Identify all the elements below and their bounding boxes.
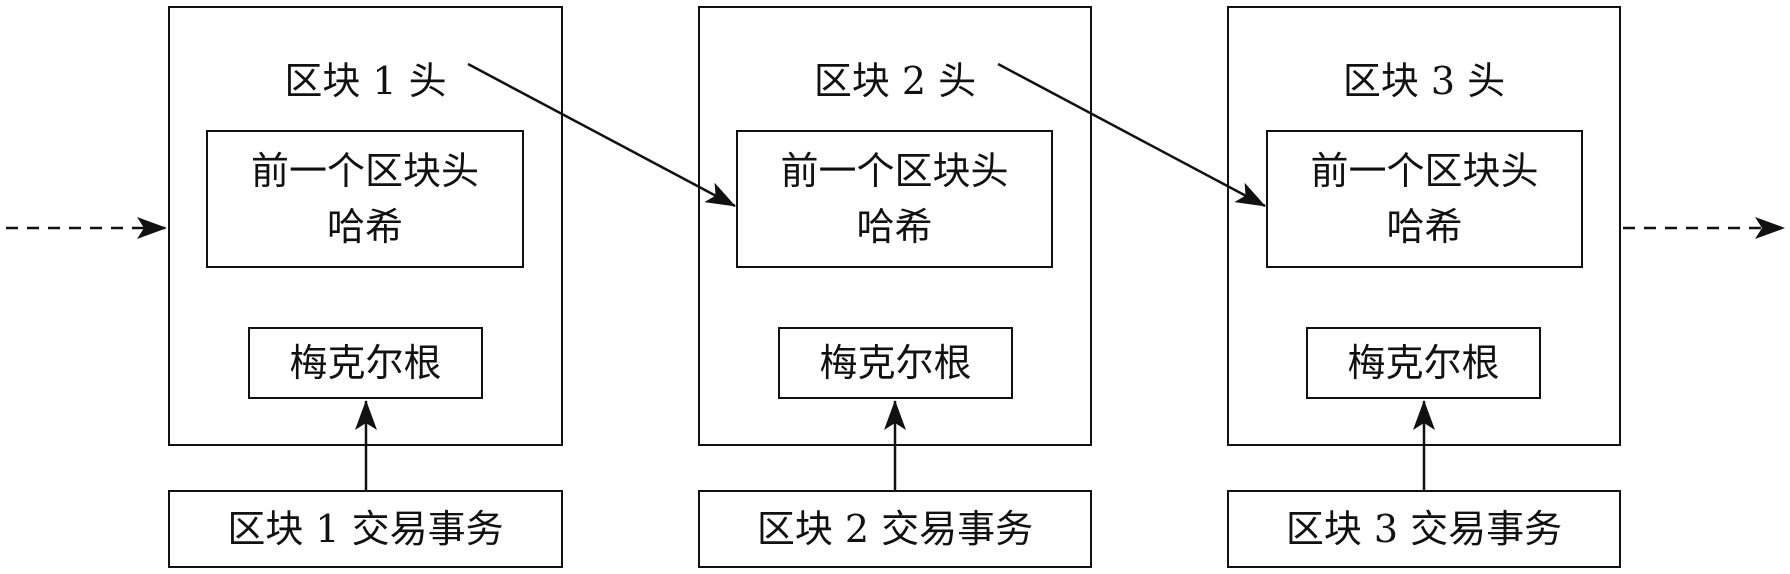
block-3-transactions-label: 区块 3 交易事务 <box>1285 507 1563 551</box>
block-1-prev-hash-line1: 前一个区块头 <box>250 149 479 193</box>
block-1-header-label: 区块 1 头 <box>284 59 447 103</box>
block-3-prev-hash-line2: 哈希 <box>1386 205 1463 249</box>
block-3-prev-hash-box <box>1266 130 1583 268</box>
block-2-header-label: 区块 2 头 <box>813 59 977 103</box>
block-3-prev-hash-line1: 前一个区块头 <box>1310 149 1539 193</box>
block-2-merkle-label: 梅克尔根 <box>819 341 972 385</box>
block-1-transactions-label: 区块 1 交易事务 <box>227 507 504 551</box>
block-1-merkle-label: 梅克尔根 <box>289 341 442 385</box>
block-2-prev-hash-label: 前一个区块头 哈希 <box>736 143 1053 255</box>
block-1-transactions-box <box>168 490 563 568</box>
block-3-header-label: 区块 3 头 <box>1342 59 1506 103</box>
block-1-prev-hash-line2: 哈希 <box>326 205 403 249</box>
block-2-merkle-box <box>778 327 1013 399</box>
block-1-prev-hash-label: 前一个区块头 哈希 <box>206 143 524 255</box>
block-2-prev-hash-line2: 哈希 <box>856 205 933 249</box>
block-2-transactions-label: 区块 2 交易事务 <box>756 507 1034 551</box>
block-2-prev-hash-line1: 前一个区块头 <box>780 149 1009 193</box>
block-3-prev-hash-label: 前一个区块头 哈希 <box>1266 143 1583 255</box>
block-3-merkle-box <box>1306 327 1541 399</box>
block-3-merkle-label: 梅克尔根 <box>1347 341 1500 385</box>
block-2-transactions-box <box>698 490 1092 568</box>
block-3-transactions-box <box>1227 490 1621 568</box>
block-1-merkle-box <box>248 327 483 399</box>
